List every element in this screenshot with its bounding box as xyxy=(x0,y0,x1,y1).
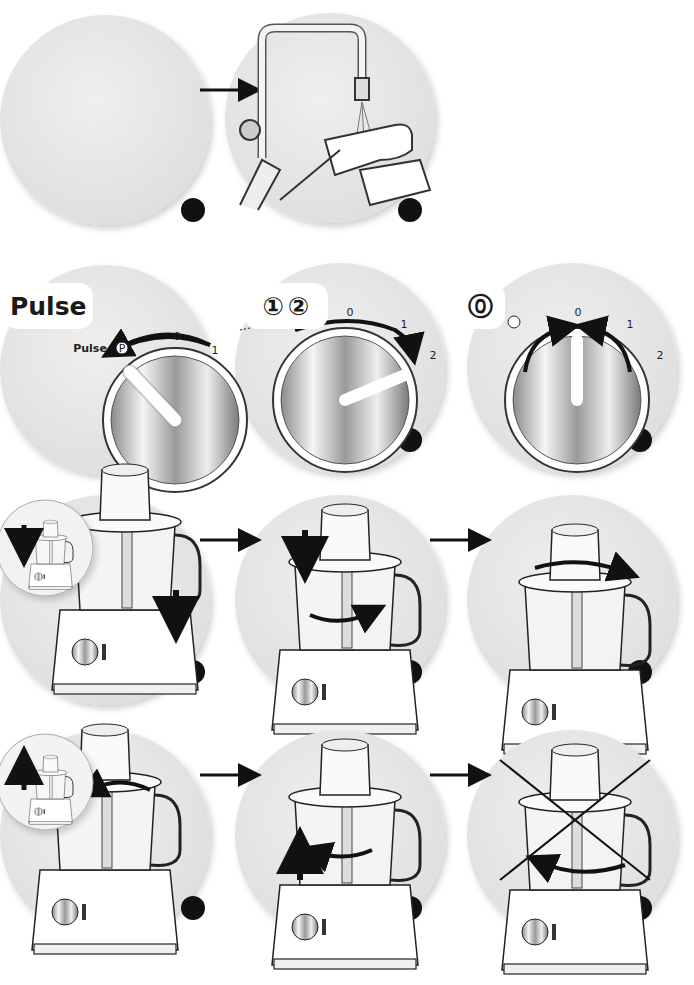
processor-drawing xyxy=(500,744,650,974)
label-box: ①② xyxy=(244,283,328,329)
sequence-arrow xyxy=(430,539,480,542)
step-dot xyxy=(398,198,422,222)
label-box: Pulse xyxy=(4,283,93,329)
dial-mark: 1 xyxy=(401,319,408,330)
processor-drawing xyxy=(0,464,200,694)
setting-label: ⓪ xyxy=(468,294,493,319)
processor-drawing xyxy=(272,739,420,969)
processor-drawing xyxy=(0,724,180,954)
faucet-drawing xyxy=(240,28,430,210)
dial-mark: P xyxy=(119,343,126,354)
processor-drawing xyxy=(272,504,420,734)
setting-label: ① xyxy=(263,294,284,319)
step-circle xyxy=(225,13,435,223)
step-circle xyxy=(235,263,445,473)
dial-mark: Pulse xyxy=(73,343,107,354)
dial-mark: 2 xyxy=(430,350,437,361)
step-dot xyxy=(181,198,205,222)
sequence-arrow xyxy=(200,774,250,777)
setting-label: ② xyxy=(288,294,309,319)
dial-mark: 2 xyxy=(657,350,664,361)
processor-drawing xyxy=(502,524,650,754)
dial-mark: 1 xyxy=(212,345,219,356)
dial-mark: 0 xyxy=(575,307,582,318)
setting-label: Pulse xyxy=(10,294,87,319)
control-dial xyxy=(240,320,417,472)
dial-mark: 0 xyxy=(347,307,354,318)
dial-mark: 0 xyxy=(174,331,181,342)
sequence-arrow xyxy=(200,89,250,92)
step-dot xyxy=(181,896,205,920)
label-box: ⓪ xyxy=(455,283,505,329)
step-circle xyxy=(0,15,210,225)
dial-mark: 1 xyxy=(627,319,634,330)
sequence-arrow xyxy=(430,774,480,777)
sequence-arrow xyxy=(200,539,250,542)
control-dial xyxy=(505,316,649,472)
